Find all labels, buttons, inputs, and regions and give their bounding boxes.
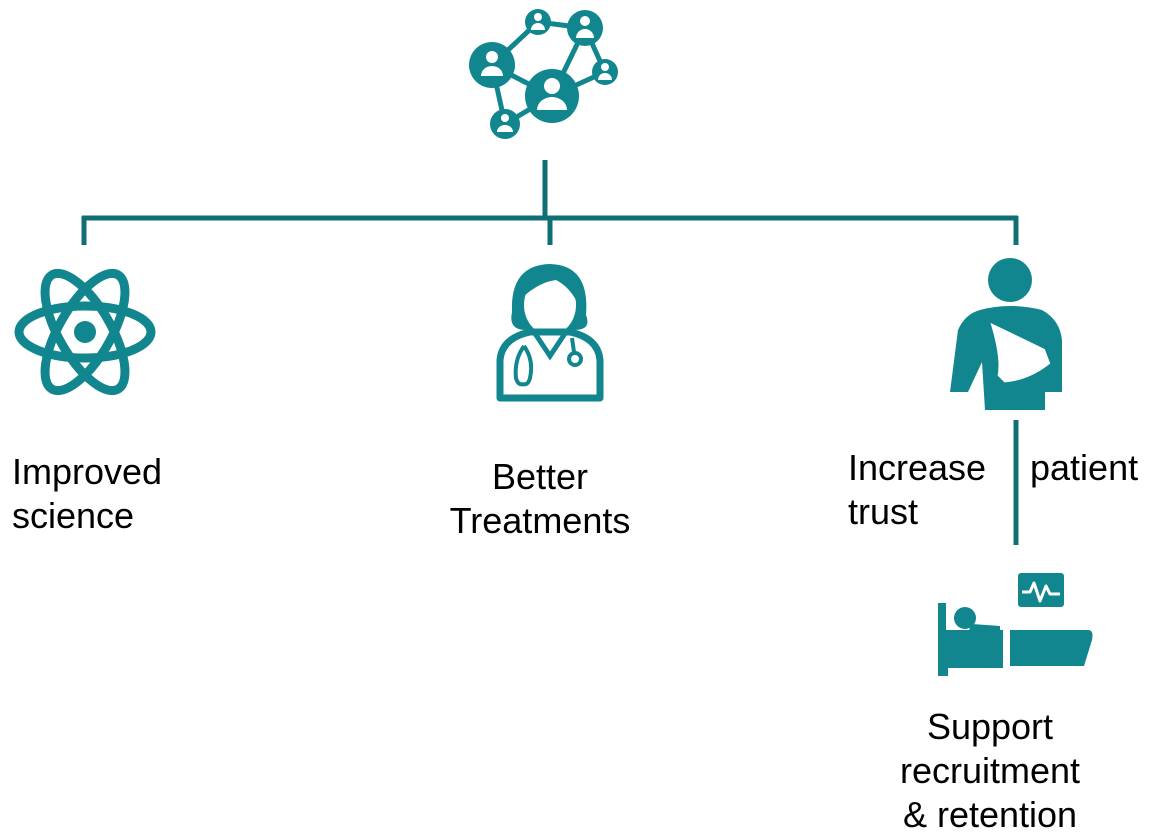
atom-icon: [14, 268, 156, 396]
network-people-icon: [469, 9, 618, 139]
hospital-bed-monitor-icon: [938, 573, 1093, 676]
improved-science-label: Improved science: [12, 451, 163, 536]
support-recruitment-label: Support recruitment & retention: [899, 706, 1081, 835]
increase-trust-label-part2: patient: [1030, 447, 1139, 488]
connector-lines: [81, 160, 1019, 545]
better-treatments-label: Better Treatments: [449, 456, 631, 541]
increase-trust-label-part1: Increase: [848, 447, 987, 488]
patient-arm-sling-icon: [950, 258, 1062, 410]
doctor-icon: [496, 264, 604, 402]
increase-trust-label-part3: trust: [848, 491, 919, 532]
